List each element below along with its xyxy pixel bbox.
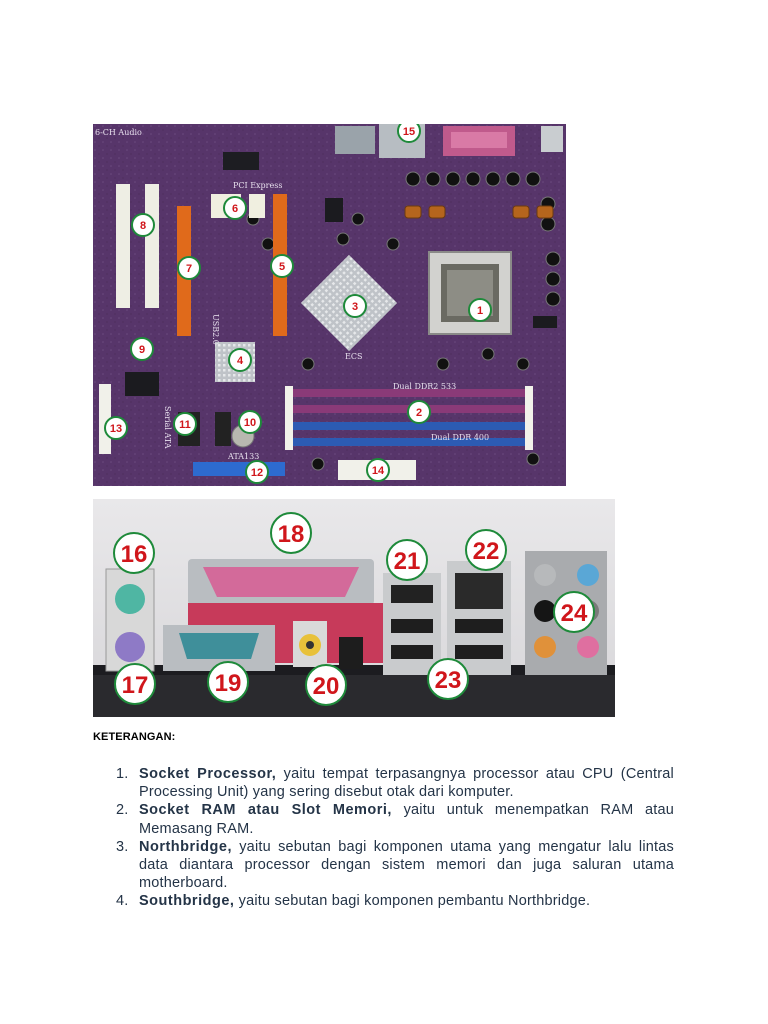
callout-17: 17: [114, 663, 156, 705]
list-item-term: Northbridge,: [139, 838, 232, 855]
svg-text:13: 13: [110, 423, 122, 435]
list-item-number: 2.: [116, 802, 129, 819]
callout-9: 9: [130, 337, 154, 361]
svg-text:22: 22: [473, 538, 500, 565]
callout-10: 10: [238, 410, 262, 434]
component-list: 1. Socket Processor, yaitu tempat terpasa…: [116, 765, 674, 911]
svg-text:12: 12: [251, 467, 263, 479]
callout-23: 23: [427, 658, 469, 700]
list-item-description: yaitu untuk menempatkan RAM atau Memasan…: [139, 802, 674, 837]
svg-text:18: 18: [278, 521, 305, 548]
svg-text:6: 6: [232, 203, 238, 215]
silk-label-ata: ATA133: [227, 452, 259, 461]
svg-text:21: 21: [394, 548, 421, 575]
keterangan-heading: KETERANGAN:: [93, 731, 176, 743]
callout-16: 16: [113, 532, 155, 574]
svg-text:15: 15: [403, 126, 415, 138]
callout-6: 6: [223, 196, 247, 220]
list-item: 3. Northbridge, yaitu sebutan bagi kompon…: [116, 838, 674, 893]
callout-13: 13: [104, 416, 128, 440]
svg-text:7: 7: [186, 263, 192, 275]
silk-label-ddr2: Dual DDR2 533: [393, 382, 456, 391]
callout-21: 21: [386, 539, 428, 581]
list-item: 2. Socket RAM atau Slot Memori, yaitu unt…: [116, 801, 674, 837]
callout-4: 4: [228, 348, 252, 372]
motherboard-image: 6-CH Audio PCI Express USB2.0 Dual DDR2 …: [93, 124, 566, 486]
list-item-term: Socket Processor,: [139, 766, 277, 782]
silk-label-usb: USB2.0: [211, 314, 220, 345]
svg-text:20: 20: [313, 673, 340, 700]
callout-12: 12: [245, 460, 269, 484]
list-item: 1. Socket Processor, yaitu tempat terpasa…: [116, 765, 674, 801]
silk-label-sata: Serial ATA: [163, 406, 172, 449]
list-item-number: 3.: [116, 838, 129, 855]
silk-label-ddr: Dual DDR 400: [431, 433, 489, 442]
svg-text:10: 10: [244, 417, 256, 429]
svg-text:8: 8: [140, 220, 146, 232]
callout-20: 20: [305, 664, 347, 706]
callout-2: 2: [407, 400, 431, 424]
callout-7: 7: [177, 256, 201, 280]
svg-text:14: 14: [372, 465, 385, 477]
svg-text:24: 24: [561, 600, 588, 627]
silk-label-ecs: ECS: [345, 352, 362, 361]
svg-text:11: 11: [179, 419, 191, 431]
io-panel-image: 16 17 18 19 20 21 22 23 24: [93, 499, 615, 717]
silk-label-audio: 6-CH Audio: [95, 128, 142, 137]
callout-8: 8: [131, 213, 155, 237]
svg-text:17: 17: [122, 672, 149, 699]
svg-text:9: 9: [139, 344, 145, 356]
silk-label-pciexpress: PCI Express: [233, 181, 282, 190]
callout-1: 1: [468, 298, 492, 322]
callout-19: 19: [207, 661, 249, 703]
callout-11: 11: [173, 412, 197, 436]
svg-text:19: 19: [215, 670, 242, 697]
list-item-term: Southbridge,: [139, 893, 235, 910]
callout-14: 14: [366, 458, 390, 482]
svg-text:2: 2: [416, 407, 422, 419]
list-item-description: yaitu sebutan bagi komponen pembantu Nor…: [234, 893, 591, 910]
list-item-number: 1.: [116, 766, 129, 782]
list-item-description: yaitu tempat terpasangnya processor atau…: [139, 766, 674, 801]
callout-15: 15: [397, 124, 421, 143]
list-item: 4. Southbridge, yaitu sebutan bagi kompon…: [116, 892, 674, 910]
svg-text:23: 23: [435, 667, 462, 694]
callout-3: 3: [343, 294, 367, 318]
svg-text:5: 5: [279, 261, 285, 273]
svg-text:16: 16: [121, 541, 148, 568]
svg-text:1: 1: [477, 305, 483, 317]
callout-5: 5: [270, 254, 294, 278]
list-item-description: yaitu sebutan bagi komponen utama yang m…: [139, 838, 674, 892]
svg-text:3: 3: [352, 301, 358, 313]
list-item-number: 4.: [116, 893, 129, 910]
callout-22: 22: [465, 529, 507, 571]
callout-18: 18: [270, 512, 312, 554]
svg-text:4: 4: [237, 355, 244, 367]
callout-24: 24: [553, 591, 595, 633]
list-item-term: Socket RAM atau Slot Memori,: [139, 802, 392, 819]
